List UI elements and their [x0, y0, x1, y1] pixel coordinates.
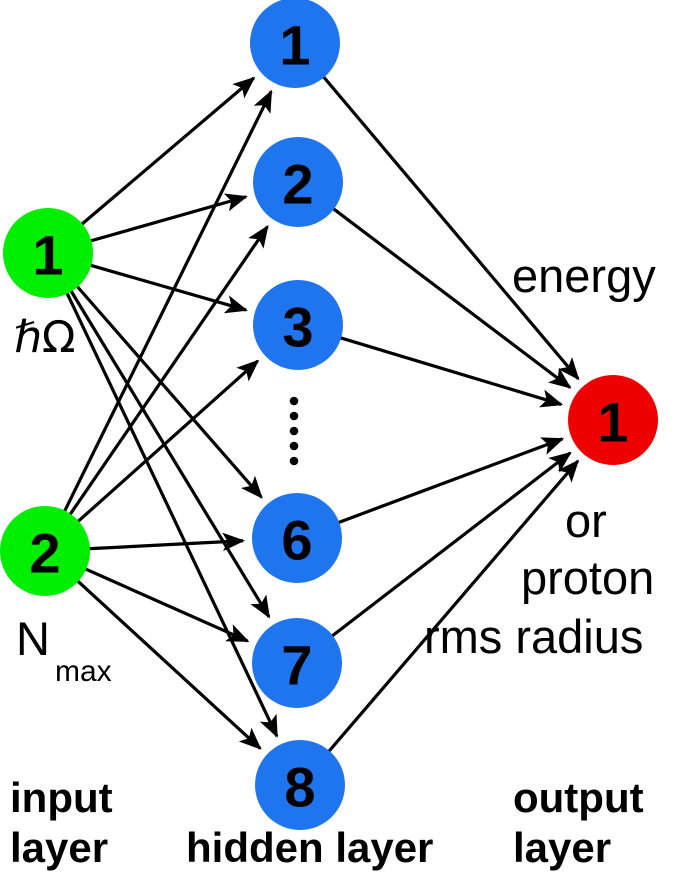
edge-h-2-to-out-1	[331, 206, 572, 389]
edge-in-1-to-h-7	[68, 288, 271, 619]
hidden-node-label-6: 6	[281, 509, 312, 572]
output-node-label-1: 1	[597, 391, 628, 454]
output-layer-caption-line2: layer	[513, 824, 611, 871]
output-layer-caption-line1: output	[513, 774, 644, 821]
hidden-node-circle-3[interactable]	[253, 280, 343, 370]
edge-in-2-to-h-1	[62, 89, 273, 514]
hidden-node-label-7: 7	[281, 634, 312, 697]
hidden-node-2[interactable]: 2	[253, 137, 343, 227]
hidden-node-1[interactable]: 1	[250, 0, 340, 88]
edge-in-2-to-h-3	[76, 359, 260, 524]
edge-h-1-to-out-1	[321, 74, 580, 381]
input-node-1[interactable]: 1	[3, 208, 93, 298]
hidden-node-circle-1[interactable]	[250, 0, 340, 88]
edge-in-2-to-h-8	[75, 578, 262, 750]
edge-in-2-to-h-2	[67, 224, 269, 517]
input-node-circle-2[interactable]	[0, 506, 90, 596]
hidden-node-label-3: 3	[282, 296, 313, 359]
input-node-2[interactable]: 2	[0, 506, 90, 596]
hidden-node-label-8: 8	[284, 756, 315, 819]
output-node-circle-1[interactable]	[568, 375, 658, 465]
output-annotation-proton: proton	[521, 551, 654, 604]
edge-in-2-to-h-6	[87, 532, 245, 552]
hidden-layer-ellipsis-icon	[289, 396, 299, 466]
edge-in-1-to-h-3	[88, 263, 248, 314]
edge-in-1-to-h-2	[88, 193, 248, 243]
input-node-circle-1[interactable]	[3, 208, 93, 298]
hidden-node-3[interactable]: 3	[253, 280, 343, 370]
edge-h-6-to-out-1	[336, 437, 565, 525]
hidden-node-6[interactable]: 6	[252, 493, 342, 583]
edge-h-8-to-out-1	[326, 459, 580, 754]
input-layer-caption-line1: input	[10, 774, 113, 821]
hidden-node-circle-8[interactable]	[255, 740, 345, 830]
hidden-node-8[interactable]: 8	[255, 740, 345, 830]
edges-group	[62, 74, 580, 754]
input-node-2-annotation: N	[16, 612, 50, 665]
hidden-node-label-1: 1	[279, 14, 310, 77]
edge-in-1-to-h-6	[75, 284, 263, 499]
input-node-label-1: 1	[32, 224, 63, 287]
input-layer-caption-line2: layer	[10, 824, 108, 871]
output-annotation-or: or	[565, 494, 607, 547]
hidden-node-7[interactable]: 7	[252, 618, 342, 708]
input-node-label-2: 2	[29, 522, 60, 585]
edge-in-2-to-h-7	[83, 567, 250, 643]
edge-in-1-to-h-1	[79, 76, 256, 227]
output-node-1[interactable]: 1	[568, 375, 658, 465]
edge-h-3-to-out-1	[338, 335, 564, 408]
hidden-node-circle-2[interactable]	[253, 137, 343, 227]
nodes-group: 1 2 1 2 3 6 7 8 1	[0, 0, 658, 830]
hidden-node-label-2: 2	[282, 153, 313, 216]
hidden-node-circle-6[interactable]	[252, 493, 342, 583]
output-annotation-rms-radius: rms radius	[424, 610, 643, 663]
hidden-node-circle-7[interactable]	[252, 618, 342, 708]
input-node-1-annotation: ℏΩ	[14, 312, 76, 363]
edge-in-1-to-h-8	[64, 291, 279, 738]
hidden-layer-caption: hidden layer	[186, 824, 433, 871]
edge-h-7-to-out-1	[330, 451, 572, 639]
output-annotation-energy: energy	[512, 249, 656, 302]
input-node-2-annotation-subscript: max	[55, 655, 112, 688]
